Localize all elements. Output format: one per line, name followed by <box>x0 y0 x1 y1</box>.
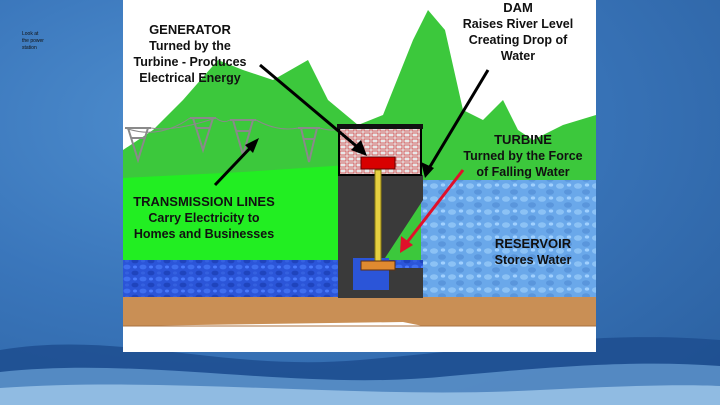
ground <box>123 297 596 326</box>
transmission-text: Carry Electricity to Homes and Businesse… <box>133 211 275 241</box>
dam-text: Raises River Level Creating Drop of Wate… <box>462 17 574 63</box>
dam-title: DAM <box>503 0 533 15</box>
turbine-title: TURBINE <box>494 132 552 147</box>
corner-note: Look at the power station <box>22 31 44 51</box>
turbine-shaft <box>374 169 382 263</box>
transmission-towers <box>124 117 342 164</box>
turbine-label: TURBINE Turned by the Force of Falling W… <box>453 132 593 180</box>
hydroelectric-diagram: GENERATOR Turned by the Turbine - Produc… <box>123 0 596 352</box>
generator-title: GENERATOR <box>149 22 231 37</box>
reservoir-text: Stores Water <box>494 253 572 267</box>
dam-label: DAM Raises River Level Creating Drop of … <box>443 0 593 64</box>
generator-label: GENERATOR Turned by the Turbine - Produc… <box>125 22 255 86</box>
reservoir-water <box>421 180 596 298</box>
turbine-unit <box>360 260 396 271</box>
transmission-label: TRANSMISSION LINES Carry Electricity to … <box>123 194 285 242</box>
reservoir-label: RESERVOIR Stores Water <box>473 236 593 268</box>
generator-unit <box>360 156 396 170</box>
turbine-text: Turned by the Force of Falling Water <box>463 149 583 179</box>
reservoir-title: RESERVOIR <box>494 236 572 251</box>
diagram-artwork <box>123 10 596 327</box>
generator-text: Turned by the Turbine - Produces Electri… <box>133 39 247 85</box>
grass <box>123 165 348 262</box>
transmission-title: TRANSMISSION LINES <box>133 194 275 209</box>
arrows <box>213 63 490 253</box>
